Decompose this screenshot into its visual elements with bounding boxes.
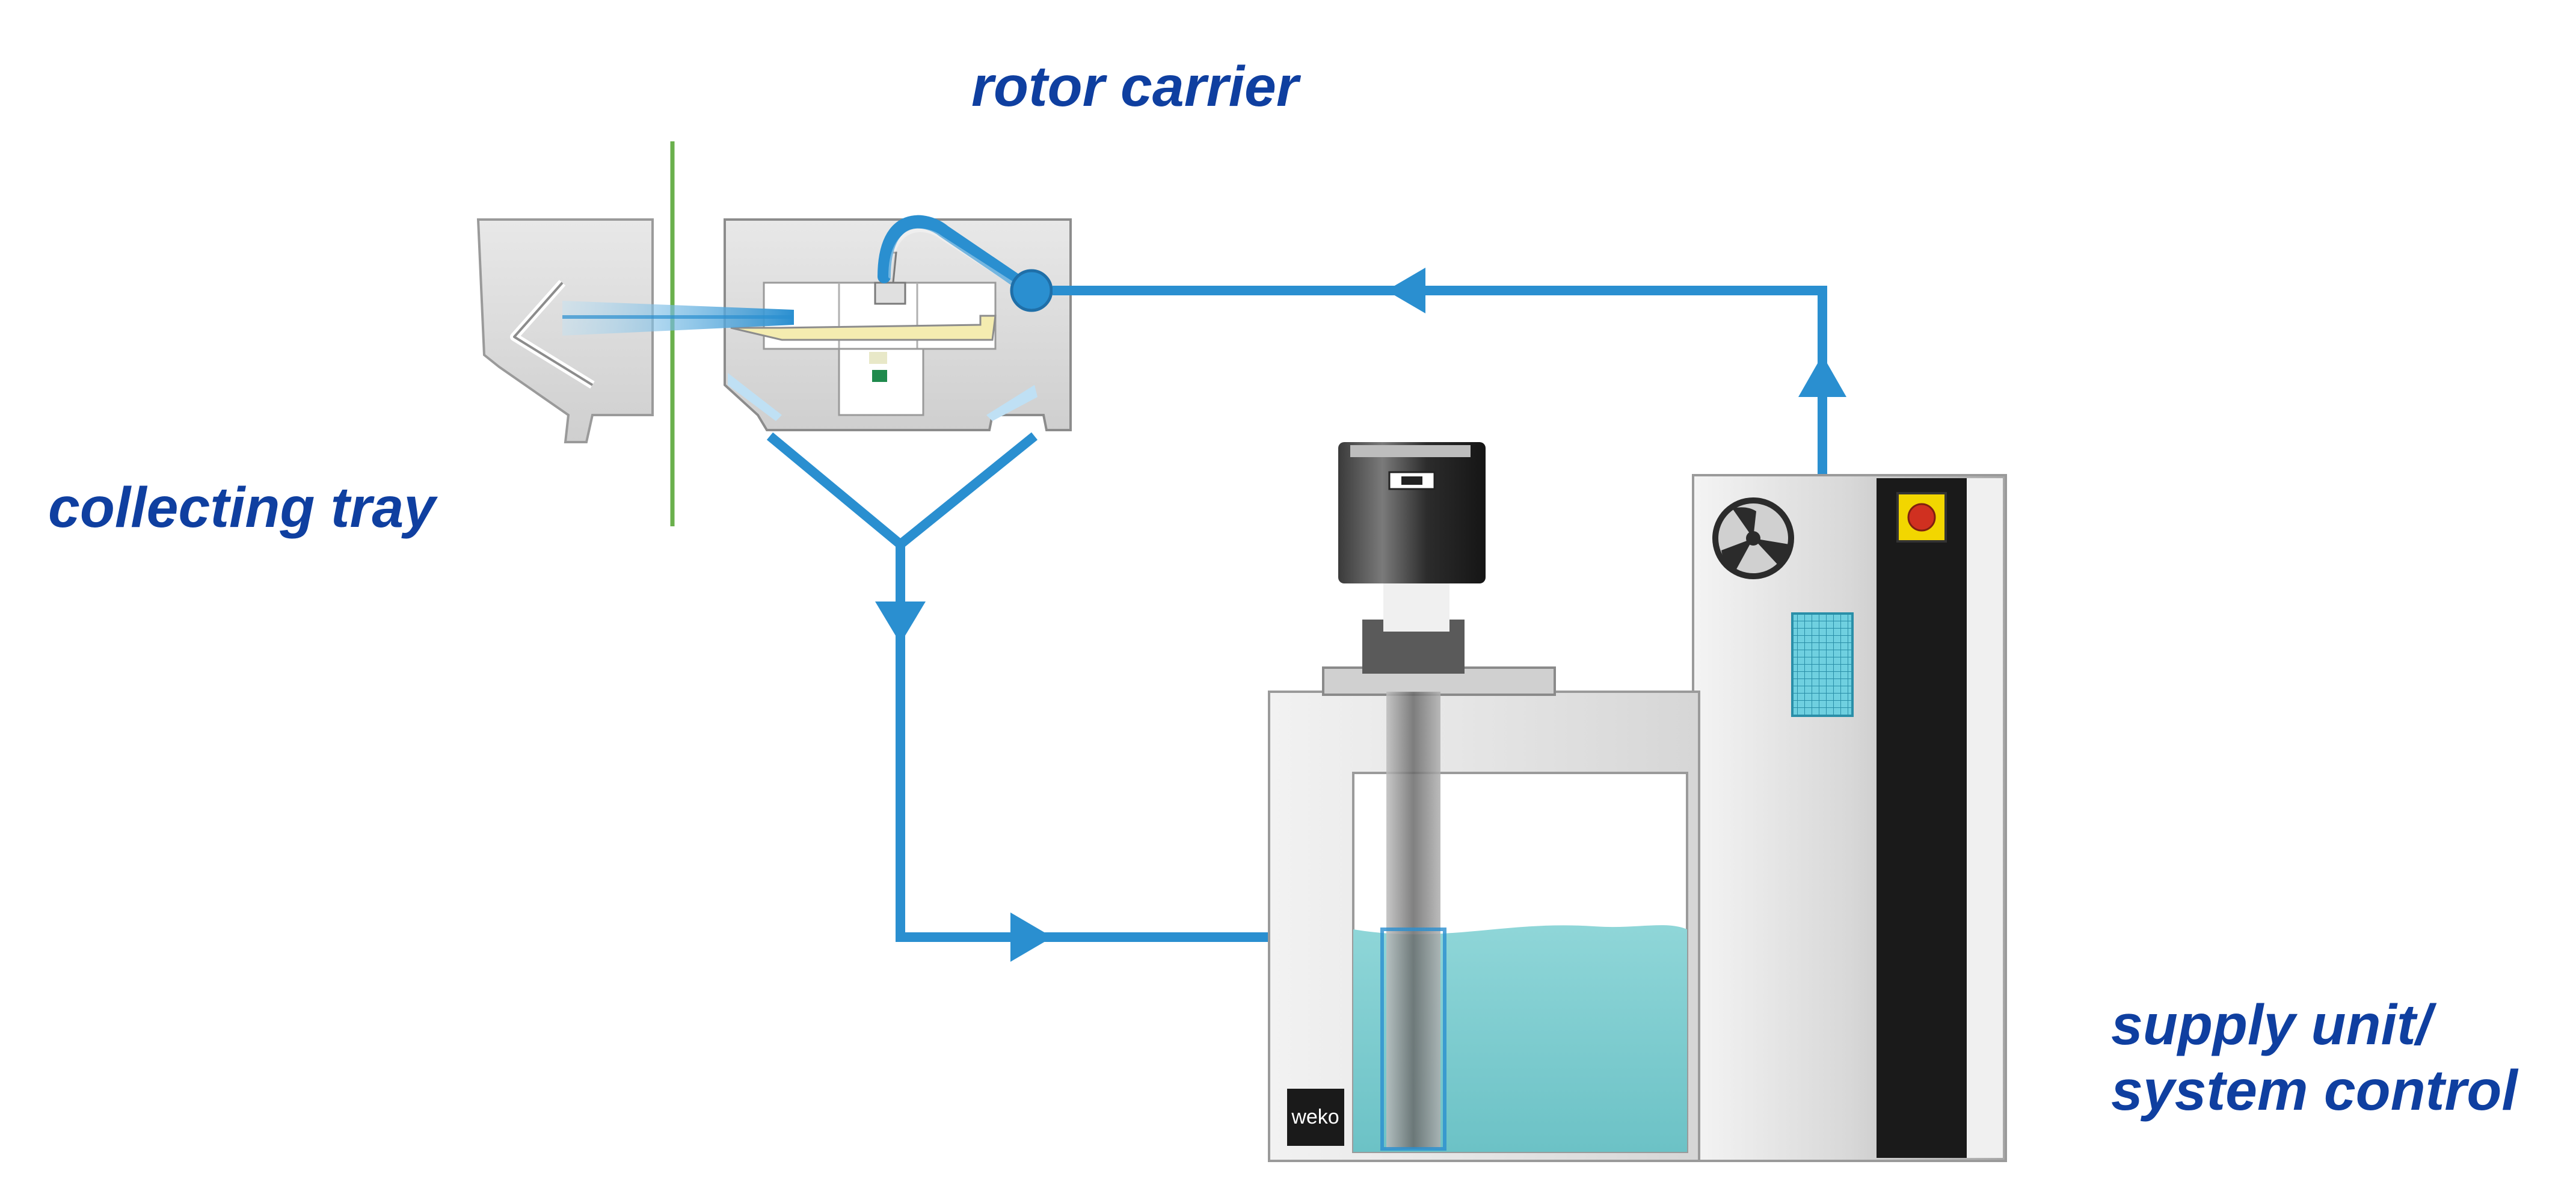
filter-grid-icon bbox=[1791, 612, 1854, 717]
supply-unit-label: supply unit/ system control bbox=[2111, 992, 2518, 1124]
tank: weko bbox=[1268, 691, 1700, 1162]
rotary-joint-icon bbox=[1010, 269, 1053, 312]
flow-arrow-icon bbox=[875, 602, 926, 644]
rotor-carrier-label: rotor carrier bbox=[971, 55, 1299, 118]
flow-arrow-icon bbox=[1386, 268, 1425, 313]
collecting-tray-label: collecting tray bbox=[48, 476, 436, 540]
pump-motor-icon bbox=[1322, 442, 1556, 1151]
rotor-carrier bbox=[724, 215, 1072, 431]
flow-arrow-icon bbox=[1798, 355, 1846, 397]
supply-cabinet bbox=[1692, 474, 2007, 1162]
supply-unit-label-line1: supply unit/ bbox=[2111, 993, 2432, 1057]
brand-logo: weko bbox=[1291, 1106, 1339, 1128]
fan-icon bbox=[1712, 497, 1794, 579]
flow-arrow-icon bbox=[1010, 912, 1053, 962]
flow-arrows bbox=[875, 268, 1846, 962]
supply-unit-label-line2: system control bbox=[2111, 1059, 2518, 1123]
spray-jet bbox=[562, 301, 794, 336]
